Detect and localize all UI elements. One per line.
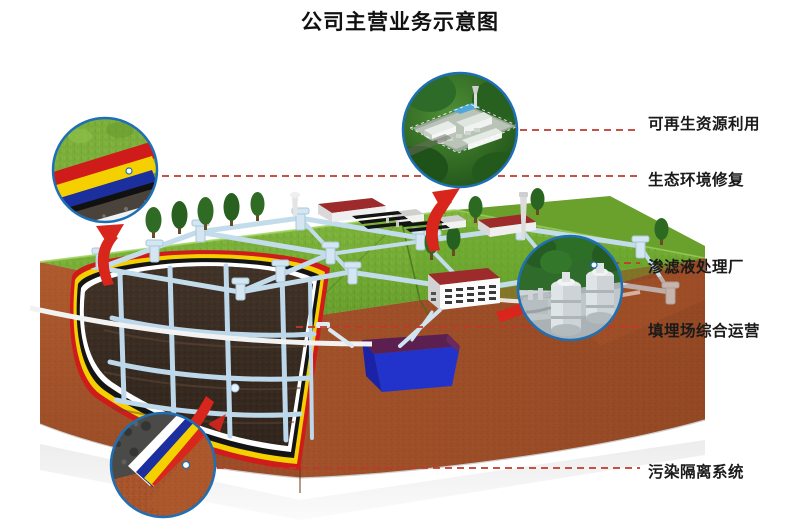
- leachate-treatment-building: [428, 268, 500, 310]
- label-landfill-integrated-operation[interactable]: 填埋场综合运营: [648, 322, 761, 340]
- callout-ecological-restoration[interactable]: [40, 116, 160, 254]
- label-leachate-treatment-plant[interactable]: 渗滤液处理厂: [648, 258, 745, 276]
- callout-leachate-treatment-plant[interactable]: [516, 230, 628, 342]
- site-buildings: [290, 192, 536, 310]
- label-renewable-resource-utilization[interactable]: 可再生资源利用: [648, 115, 761, 133]
- tree-row: [145, 188, 669, 260]
- label-pollution-isolation-system[interactable]: 污染隔离系统: [648, 463, 745, 481]
- label-ecological-restoration[interactable]: 生态环境修复: [648, 171, 745, 189]
- page-title: 公司主营业务示意图: [301, 9, 499, 34]
- gas-collection-pipe-network: [107, 263, 317, 443]
- callout-renewable-resource-utilization[interactable]: [388, 71, 528, 192]
- callout-pollution-isolation-system[interactable]: [109, 408, 232, 522]
- arrow-stub-icon: [208, 414, 226, 432]
